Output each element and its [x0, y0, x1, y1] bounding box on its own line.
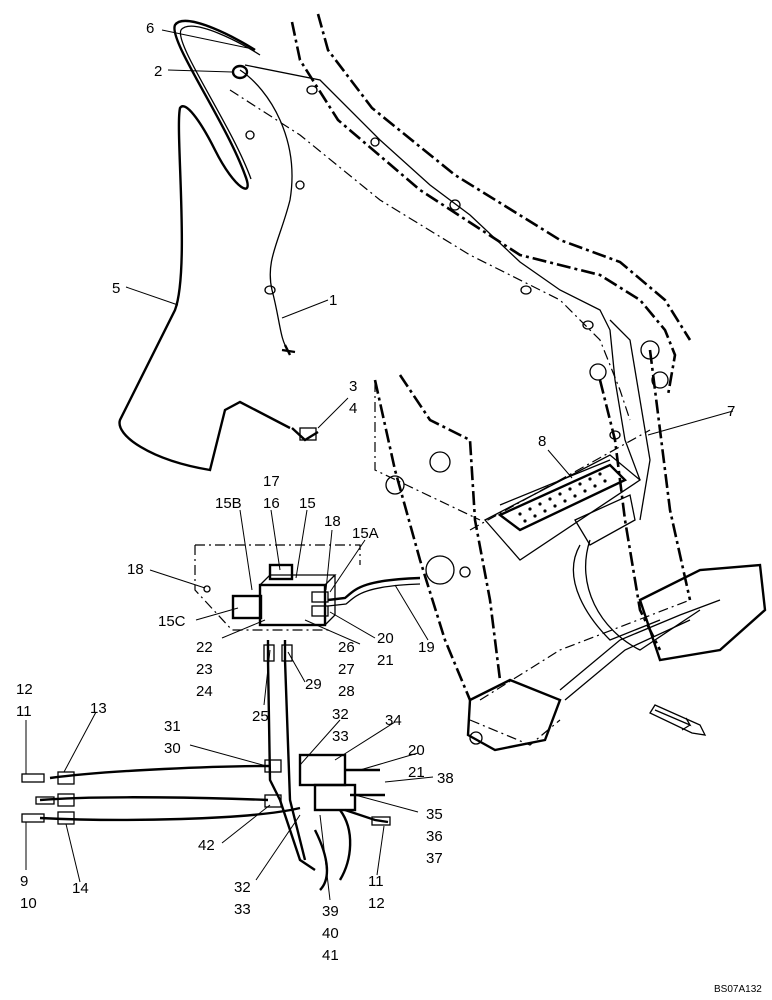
callout-34: 34 [385, 712, 402, 729]
callout-21-lower: 21 [408, 764, 425, 781]
callout-18-left: 18 [127, 561, 144, 578]
direction-arrow [649, 704, 707, 736]
callout-28: 28 [338, 683, 355, 700]
drawing-reference-code: BS07A132 [714, 984, 762, 995]
callout-15A: 15A [352, 525, 379, 542]
callout-3: 3 [349, 378, 357, 395]
callout-4: 4 [349, 400, 357, 417]
callout-11-left: 11 [16, 703, 32, 720]
callout-12-right: 12 [368, 895, 385, 912]
callout-27: 27 [338, 661, 355, 678]
callout-39: 39 [322, 903, 339, 920]
callout-10: 10 [20, 895, 37, 912]
callout-40: 40 [322, 925, 339, 942]
callout-12-left: 12 [16, 681, 33, 698]
callout-24: 24 [196, 683, 213, 700]
callout-38: 38 [437, 770, 454, 787]
callout-32-upper: 32 [332, 706, 349, 723]
callout-21-upper: 21 [377, 652, 394, 669]
callout-35: 35 [426, 806, 443, 823]
callout-20-upper: 20 [377, 630, 394, 647]
hose-5 [118, 19, 291, 472]
callout-2: 2 [154, 63, 162, 80]
callout-26: 26 [338, 639, 355, 656]
callout-19: 19 [418, 639, 435, 656]
callout-23: 23 [196, 661, 213, 678]
clip-2 [231, 64, 249, 80]
callout-33-lower: 33 [234, 901, 251, 918]
valve-assembly-upper [194, 544, 421, 871]
leader-lines [25, 29, 734, 901]
callout-7: 7 [727, 403, 735, 420]
callout-31: 31 [164, 718, 181, 735]
callout-1: 1 [329, 292, 337, 309]
wire-harness-1 [239, 64, 651, 521]
callout-20-lower: 20 [408, 742, 425, 759]
callout-36: 36 [426, 828, 443, 845]
callout-33-upper: 33 [332, 728, 349, 745]
callout-6: 6 [146, 20, 154, 37]
loader-arm-outline [229, 13, 767, 752]
valve-assembly-lower [21, 753, 391, 891]
callout-18-right: 18 [324, 513, 341, 530]
callout-29: 29 [305, 676, 322, 693]
callout-11-right: 11 [368, 873, 384, 890]
callout-15B: 15B [215, 495, 242, 512]
callout-30: 30 [164, 740, 181, 757]
callout-14: 14 [72, 880, 89, 897]
callout-8: 8 [538, 433, 546, 450]
callout-16: 16 [263, 495, 280, 512]
callout-37: 37 [426, 850, 443, 867]
callout-5: 5 [112, 280, 120, 297]
callout-15C: 15C [158, 613, 186, 630]
callout-labels: 6 2 5 1 3 4 7 8 17 16 15 15B 18 18 15A 1… [16, 20, 735, 964]
callout-9: 9 [20, 873, 28, 890]
callout-15: 15 [299, 495, 316, 512]
callout-25: 25 [252, 708, 269, 725]
coupler-hoses [559, 539, 721, 701]
callout-32-lower: 32 [234, 879, 251, 896]
callout-42: 42 [198, 837, 215, 854]
callout-41: 41 [322, 947, 339, 964]
callout-17: 17 [263, 473, 280, 490]
callout-22: 22 [196, 639, 213, 656]
callout-13: 13 [90, 700, 107, 717]
